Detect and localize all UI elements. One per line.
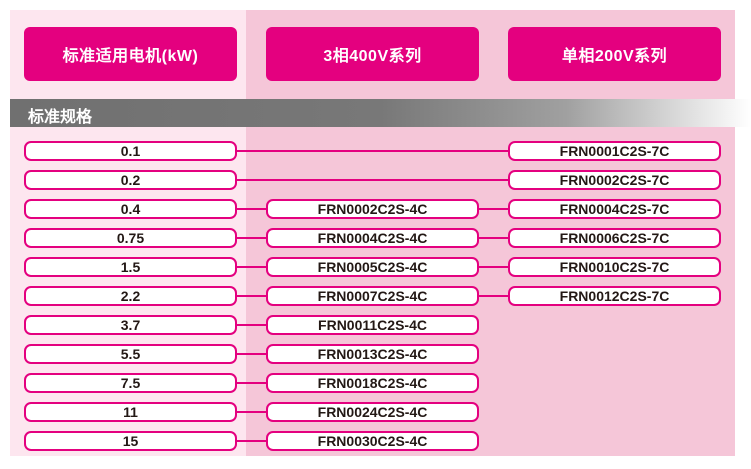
single-phase-model-cell: FRN0001C2S-7C (508, 141, 721, 161)
connector-line (479, 295, 508, 297)
section-title: 标准规格 (28, 109, 93, 126)
motor-capacity-cell: 3.7 (24, 315, 237, 335)
connector-line (479, 208, 508, 210)
single-phase-model-cell: FRN0004C2S-7C (508, 199, 721, 219)
header-three-phase-400v: 3相400V系列 (266, 27, 479, 81)
motor-capacity-cell: 11 (24, 402, 237, 422)
single-phase-model-cell: FRN0006C2S-7C (508, 228, 721, 248)
connector-line (237, 179, 508, 181)
three-phase-model-cell: FRN0024C2S-4C (266, 402, 479, 422)
connector-line (237, 150, 508, 152)
motor-capacity-cell: 15 (24, 431, 237, 451)
motor-capacity-cell: 0.4 (24, 199, 237, 219)
motor-capacity-cell: 0.2 (24, 170, 237, 190)
three-phase-model-cell: FRN0011C2S-4C (266, 315, 479, 335)
connector-line (479, 237, 508, 239)
motor-capacity-cell: 1.5 (24, 257, 237, 277)
three-phase-model-cell: FRN0030C2S-4C (266, 431, 479, 451)
single-phase-model-cell: FRN0010C2S-7C (508, 257, 721, 277)
connector-line (237, 411, 266, 413)
single-phase-model-cell: FRN0002C2S-7C (508, 170, 721, 190)
header-motor-capacity: 标准适用电机(kW) (24, 27, 237, 81)
connector-line (237, 237, 266, 239)
three-phase-model-cell: FRN0007C2S-4C (266, 286, 479, 306)
connector-line (237, 324, 266, 326)
section-bar: 标准规格 (10, 99, 751, 127)
single-phase-model-cell: FRN0012C2S-7C (508, 286, 721, 306)
connector-line (237, 266, 266, 268)
connector-line (237, 208, 266, 210)
header-single-phase-200v: 单相200V系列 (508, 27, 721, 81)
three-phase-model-cell: FRN0013C2S-4C (266, 344, 479, 364)
three-phase-model-cell: FRN0002C2S-4C (266, 199, 479, 219)
motor-capacity-cell: 0.75 (24, 228, 237, 248)
connector-line (237, 382, 266, 384)
motor-capacity-cell: 0.1 (24, 141, 237, 161)
connector-line (237, 353, 266, 355)
motor-capacity-cell: 2.2 (24, 286, 237, 306)
three-phase-model-cell: FRN0018C2S-4C (266, 373, 479, 393)
three-phase-model-cell: FRN0004C2S-4C (266, 228, 479, 248)
three-phase-model-cell: FRN0005C2S-4C (266, 257, 479, 277)
connector-line (237, 440, 266, 442)
connector-line (237, 295, 266, 297)
connector-line (479, 266, 508, 268)
motor-capacity-cell: 7.5 (24, 373, 237, 393)
motor-capacity-cell: 5.5 (24, 344, 237, 364)
